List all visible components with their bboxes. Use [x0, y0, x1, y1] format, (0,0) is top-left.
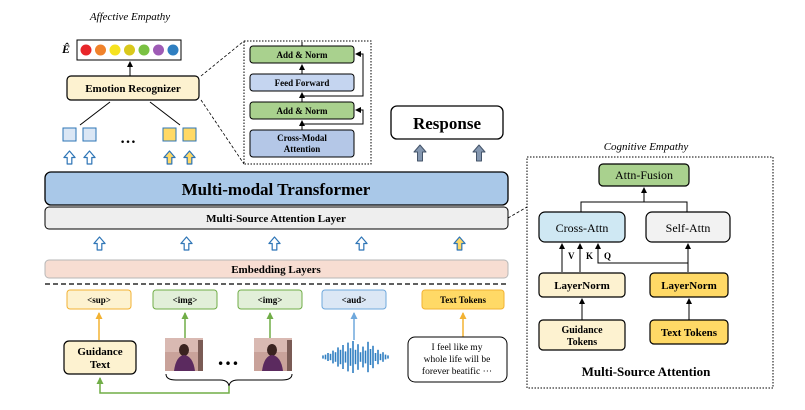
layernorm-left-label: LayerNorm [554, 280, 610, 292]
text-sample-line1: I feel like my [432, 342, 483, 353]
token-img-2-label: <img> [258, 295, 283, 305]
layernorm-left [538, 272, 626, 298]
emotion-recognizer-label: Emotion Recognizer [85, 83, 181, 95]
arrow-frames-to-guidance [96, 377, 230, 394]
guidance-text-input [63, 340, 137, 375]
up-arrow-icon [472, 144, 486, 162]
response-box [390, 105, 504, 140]
guidance-tokens-line2: Tokens [567, 337, 597, 348]
cross-attn-label: Cross-Attn [556, 221, 609, 235]
zoom-line-top [200, 40, 245, 77]
token-text-label: Text Tokens [440, 295, 486, 305]
multi-source-attention-layer-label: Multi-Source Attention Layer [206, 213, 346, 225]
emotion-dot [109, 44, 121, 56]
inset-cross-modal-line2: Attention [284, 144, 321, 154]
layernorm-right-label: LayerNorm [661, 280, 717, 292]
v-label: V [568, 251, 575, 261]
attn-fusion-label: Attn-Fusion [615, 168, 673, 182]
audio-waveform-image [322, 341, 389, 373]
response-label: Response [413, 114, 481, 133]
cross-attn-box [538, 211, 626, 243]
emotion-dot [80, 44, 92, 56]
emotion-recognizer-box [66, 75, 200, 101]
emotion-dot [167, 44, 179, 56]
up-arrow-icon [268, 236, 281, 251]
cognitive-merge-lines [580, 201, 688, 212]
connector-right [149, 101, 181, 126]
guidance-tokens-line1: Guidance [561, 325, 603, 336]
token-ellipsis: … [120, 130, 136, 147]
inset-feed-forward-label: Feed Forward [275, 78, 330, 88]
msa-footer-label: Multi-Source Attention [582, 364, 711, 379]
up-arrow-icon [180, 236, 193, 251]
token-square [162, 127, 177, 142]
token-img-2 [237, 289, 303, 310]
cognitive-dotted-frame [526, 156, 774, 389]
video-frame-image [165, 338, 203, 371]
up-arrow-icon [93, 236, 106, 251]
guidance-text-line1: Guidance [77, 346, 122, 358]
emotion-dot [124, 44, 135, 56]
up-arrow-icon [453, 236, 466, 251]
emotion-dot [95, 44, 106, 56]
q-label: Q [604, 251, 611, 261]
up-arrow-icon [355, 236, 368, 251]
attn-fusion-box [598, 163, 690, 187]
token-aud [321, 289, 387, 310]
self-attn-label: Self-Attn [666, 221, 711, 235]
self-attn-box [645, 211, 731, 243]
emotion-dot [153, 44, 164, 56]
emotion-dot [138, 44, 150, 56]
text-sample-line2: whole life will be [424, 354, 491, 365]
up-arrow-icon [83, 150, 96, 165]
inset-add-norm-bottom-label: Add & Norm [277, 106, 329, 116]
token-sup [66, 289, 132, 310]
token-sup-label: <sup> [87, 295, 111, 305]
text-sample-box [407, 336, 508, 383]
zoom-line-cognitive [507, 206, 528, 219]
connector-left [79, 101, 111, 126]
embedding-layers-label: Embedding Layers [231, 264, 321, 276]
layernorm-right [649, 272, 729, 298]
inset-residual-path [302, 51, 364, 97]
video-frame-image [254, 338, 292, 371]
frames-brace [165, 373, 293, 387]
guidance-text-line2: Text [90, 359, 111, 371]
embedding-layers [44, 259, 509, 279]
emotion-symbol: Ê [61, 42, 70, 56]
text-tokens-box [649, 319, 729, 345]
inset-cross-modal-line1: Cross-Modal [277, 133, 327, 143]
text-sample-line3: forever beatific ⋯ [422, 366, 492, 377]
multimodal-transformer [44, 171, 509, 206]
up-arrow-icon [413, 144, 427, 162]
up-arrow-icon [63, 150, 76, 165]
affective-empathy-title: Affective Empathy [89, 11, 170, 23]
guidance-tokens-box [538, 319, 626, 351]
token-img-1-label: <img> [173, 295, 198, 305]
up-arrow-icon [183, 150, 196, 165]
up-arrow-icon [163, 150, 176, 165]
inset-residual-path [302, 107, 364, 125]
cognitive-empathy-title: Cognitive Empathy [604, 141, 689, 153]
token-img-1 [152, 289, 218, 310]
text-tokens-label: Text Tokens [661, 327, 718, 339]
multimodal-transformer-label: Multi-modal Transformer [182, 180, 371, 199]
token-square [182, 127, 197, 142]
token-square [82, 127, 97, 142]
token-aud-label: <aud> [342, 295, 367, 305]
emotion-dots [80, 44, 179, 56]
k-label: K [586, 251, 593, 261]
token-text [421, 289, 505, 310]
token-square [62, 127, 77, 142]
inset-dotted-frame [243, 40, 372, 165]
arrow-q [595, 243, 689, 272]
zoom-line-bottom [200, 99, 245, 165]
inset-add-norm-top-label: Add & Norm [277, 50, 329, 60]
frames-ellipsis: … [217, 345, 239, 370]
